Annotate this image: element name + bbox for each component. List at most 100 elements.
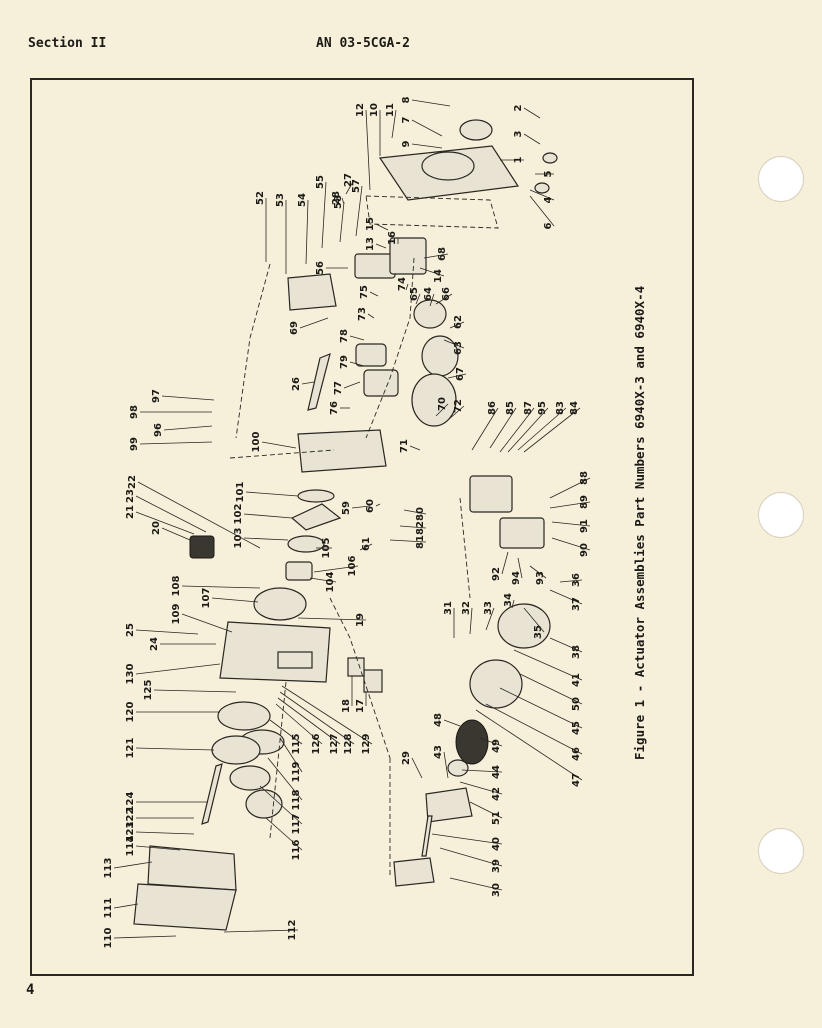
- callout-leader-63: [443, 339, 465, 349]
- callout-6: 6: [543, 222, 554, 229]
- callout-leader-60: [375, 503, 381, 507]
- callout-35: 35: [533, 625, 544, 639]
- callout-9: 9: [401, 140, 412, 147]
- callout-1: 1: [513, 156, 524, 163]
- callout-103: 103: [233, 528, 244, 549]
- callout-leader-94: [517, 557, 523, 579]
- callout-38: 38: [571, 645, 582, 659]
- callout-leader-3: [523, 133, 541, 145]
- callout-leader-83: [517, 407, 567, 451]
- callout-61: 61: [361, 537, 372, 551]
- callout-64: 64: [423, 287, 434, 301]
- callout-46: 46: [571, 747, 582, 761]
- callout-25: 25: [125, 623, 136, 637]
- callout-80: 80: [415, 507, 426, 521]
- callout-93: 93: [535, 571, 546, 585]
- callout-107: 107: [201, 588, 212, 609]
- switch-mount: [389, 237, 427, 275]
- callout-4: 4: [543, 196, 554, 203]
- callout-leader-44: [461, 769, 503, 773]
- callout-leader-15: [375, 223, 389, 231]
- callout-leader-90: [551, 537, 591, 551]
- callout-24: 24: [149, 637, 160, 651]
- washer-right: [534, 182, 550, 194]
- callout-leader-115: [269, 719, 303, 745]
- callout-42: 42: [491, 787, 502, 801]
- callout-leader-114: [135, 845, 181, 851]
- callout-76: 76: [329, 401, 340, 415]
- callout-49: 49: [491, 739, 502, 753]
- end-bell-38: [497, 603, 551, 649]
- callout-leader-88: [549, 477, 591, 499]
- callout-leader-127: [277, 697, 341, 745]
- callout-114: 114: [125, 836, 136, 857]
- section-label: Section II: [28, 36, 107, 51]
- gasket: [365, 195, 499, 229]
- washer-101: [297, 489, 335, 503]
- page-number: 4: [26, 982, 35, 998]
- callout-leader-2: [523, 107, 541, 119]
- figure-frame: [30, 78, 694, 976]
- callout-111: 111: [103, 898, 114, 919]
- bearing-44: [447, 759, 469, 777]
- callout-leader-14: [419, 267, 445, 277]
- callout-leader-108: [181, 585, 261, 589]
- housing-130: [219, 621, 331, 683]
- callout-85: 85: [505, 401, 516, 415]
- callout-36: 36: [571, 573, 582, 587]
- callout-41: 41: [571, 673, 582, 687]
- callout-leader-29: [411, 757, 423, 779]
- bracket-18: [347, 657, 365, 677]
- callout-20: 20: [151, 521, 162, 535]
- callout-18: 18: [341, 699, 352, 713]
- callout-leader-79: [349, 361, 365, 367]
- callout-leader-123: [135, 831, 195, 835]
- callout-32: 32: [461, 601, 472, 615]
- callout-leader-113: [113, 861, 153, 869]
- callout-leader-40: [431, 833, 503, 845]
- callout-34: 34: [503, 593, 514, 607]
- callout-112: 112: [287, 920, 298, 941]
- callout-leader-82: [399, 525, 427, 529]
- callout-leader-35: [523, 607, 545, 633]
- callout-leader-68: [423, 253, 449, 259]
- callout-84: 84: [569, 401, 580, 415]
- callout-57: 57: [351, 179, 362, 193]
- callout-120: 120: [125, 702, 136, 723]
- callout-leader-104: [309, 577, 337, 583]
- shaft-26: [307, 353, 331, 411]
- callout-69: 69: [289, 321, 300, 335]
- washer-top: [542, 152, 558, 164]
- callout-59: 59: [341, 501, 352, 515]
- callout-43: 43: [433, 745, 444, 759]
- callout-leader-129: [281, 685, 373, 745]
- callout-98: 98: [129, 405, 140, 419]
- switch-bracket: [287, 273, 337, 311]
- callout-leader-58: [339, 201, 345, 243]
- callout-leader-36: [559, 579, 583, 583]
- callout-8: 8: [401, 96, 412, 103]
- callout-leader-64: [429, 293, 435, 307]
- callout-leader-22: [137, 481, 261, 549]
- field-50: [469, 659, 523, 709]
- callout-110: 110: [103, 928, 114, 949]
- callout-leader-110: [113, 935, 177, 939]
- callout-121: 121: [125, 738, 136, 759]
- callout-12: 12: [355, 103, 366, 117]
- drum-spool: [411, 373, 457, 427]
- shaft-124: [201, 763, 223, 825]
- callout-45: 45: [571, 721, 582, 735]
- callout-leader-73: [367, 313, 375, 319]
- switch-20: [189, 535, 215, 559]
- callout-leader-84: [523, 407, 581, 453]
- callout-leader-125: [153, 689, 237, 693]
- callout-leader-71: [409, 445, 421, 451]
- callout-leader-95: [507, 407, 549, 453]
- callout-leader-116: [265, 817, 303, 851]
- callout-56: 56: [315, 261, 326, 275]
- callout-27: 27: [343, 173, 354, 187]
- callout-5: 5: [543, 170, 554, 177]
- callout-53: 53: [275, 193, 286, 207]
